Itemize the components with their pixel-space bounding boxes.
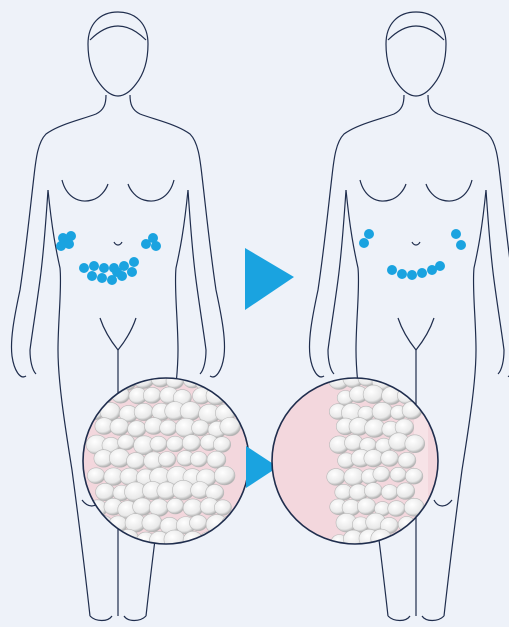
fat-cell: [190, 451, 207, 466]
fat-cell: [212, 530, 234, 549]
fat-cell: [402, 530, 421, 547]
fat-cell: [167, 498, 184, 514]
fat-cell: [150, 436, 167, 452]
fat-cell: [405, 468, 423, 484]
fat-cell: [402, 402, 422, 420]
fat-cell: [160, 420, 177, 436]
fat-cell: [128, 421, 146, 438]
fat-cell: [405, 435, 425, 453]
fat-cell: [214, 466, 235, 485]
fat-cell: [381, 485, 398, 500]
fat-cell: [96, 483, 115, 500]
fat-cell: [93, 387, 113, 405]
fat-cell: [403, 371, 420, 387]
fat-cell: [104, 533, 122, 550]
inset-before: [83, 370, 249, 551]
fat-cell: [213, 437, 230, 453]
fat-cell: [357, 498, 376, 515]
fat-cell: [222, 515, 241, 532]
fat-cell: [363, 385, 384, 404]
fat-cells-after: [359, 229, 466, 280]
fat-cell: [190, 515, 208, 531]
fat-cell: [164, 530, 185, 549]
fat-cell: [207, 451, 226, 468]
fat-cell: [371, 529, 392, 548]
fat-cell: [180, 402, 201, 421]
fat-cell: [381, 450, 399, 466]
triangle-right-icon: [245, 248, 294, 310]
fat-cell: [212, 370, 234, 390]
fat-cell: [158, 452, 175, 468]
fat-cell: [166, 373, 184, 389]
fat-cell: [373, 466, 390, 481]
fat-cell: [327, 469, 346, 486]
fat-cell: [404, 498, 424, 516]
fat-cell: [143, 387, 161, 403]
fat-cell: [398, 452, 416, 468]
fat-cell: [182, 435, 200, 452]
fat-cell: [364, 450, 383, 467]
fat-cells-before: [56, 231, 161, 285]
fat-cell: [118, 435, 135, 450]
fat-cell: [92, 515, 113, 534]
fat-cell: [126, 453, 145, 470]
fat-cell: [183, 499, 203, 517]
fat-cell: [142, 514, 162, 532]
fat-cell: [364, 483, 382, 499]
fat-cell: [87, 372, 105, 388]
fat-cell: [85, 533, 105, 551]
fat-cell: [372, 402, 393, 421]
fat-cell: [87, 468, 105, 484]
fat-cell: [388, 501, 406, 517]
fat-cell: [220, 417, 241, 435]
fat-cell: [166, 436, 183, 452]
inset-after: [272, 369, 438, 549]
fat-cell: [214, 500, 231, 515]
fat-cell: [200, 532, 217, 548]
fat-cell: [390, 467, 406, 482]
fat-cell: [396, 483, 414, 500]
fat-cell: [110, 418, 129, 435]
fat-cell: [192, 420, 210, 436]
